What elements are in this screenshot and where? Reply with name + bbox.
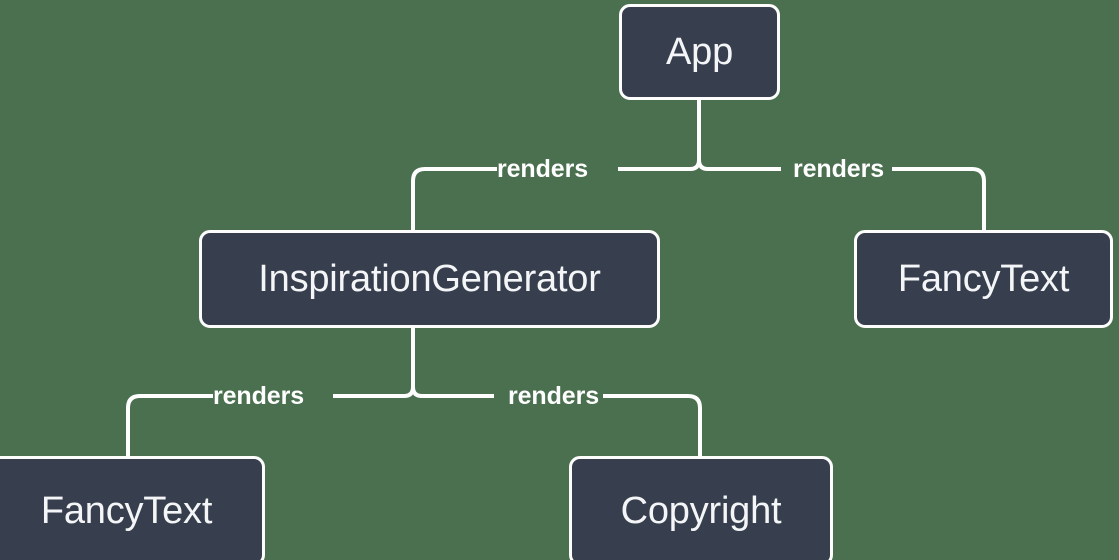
edge-label-app-fancytext: renders <box>793 155 885 183</box>
edge-inspiration-stem-right <box>411 386 494 398</box>
edge-app-stem <box>618 100 701 171</box>
edge-inspiration-stem <box>333 328 415 398</box>
edge-label-inspiration-fancytext: renders <box>213 382 305 410</box>
node-app[interactable]: App <box>619 4 780 100</box>
node-fancytext-right[interactable]: FancyText <box>854 230 1113 328</box>
node-inspiration-generator[interactable]: InspirationGenerator <box>199 230 660 328</box>
edge-label-inspiration-copyright: renders <box>508 382 600 410</box>
node-app-label: App <box>665 31 733 73</box>
edge-app-stem-right <box>697 159 781 171</box>
node-copyright[interactable]: Copyright <box>569 456 833 560</box>
edge-app-to-inspiration <box>411 167 497 230</box>
node-fancytext-bottom[interactable]: FancyText <box>0 456 265 560</box>
node-fancytext-bottom-label: FancyText <box>40 490 213 532</box>
edge-inspiration-to-fancytext <box>126 394 213 456</box>
edge-app-to-fancytext <box>892 167 986 230</box>
node-copyright-label: Copyright <box>620 490 782 532</box>
edge-inspiration-to-copyright <box>603 394 702 456</box>
edge-label-app-inspiration: renders <box>497 155 589 183</box>
node-inspiration-generator-label: InspirationGenerator <box>258 258 601 300</box>
node-fancytext-right-label: FancyText <box>897 258 1070 300</box>
